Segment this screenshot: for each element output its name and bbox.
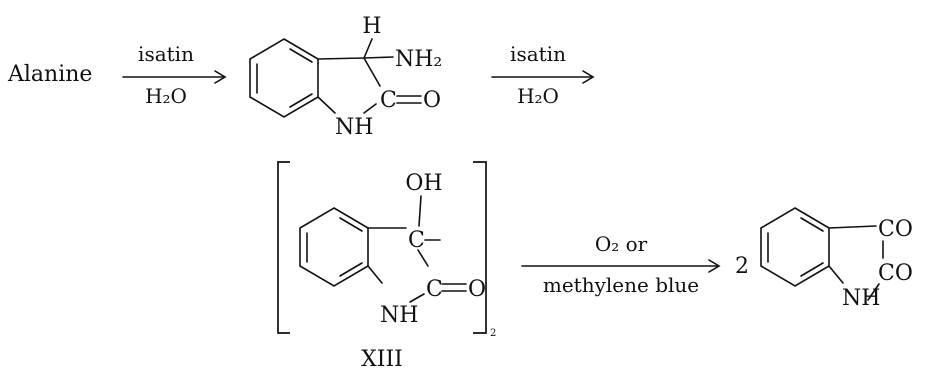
- ring-double-bond: [800, 262, 824, 277]
- product-carbonyl-bottom: CO: [878, 261, 913, 286]
- dimer-carbonyl-oxygen: O: [468, 277, 486, 302]
- aminooxindole-structure: H NH₂ C O NH: [249, 14, 442, 140]
- reaction-arrow-3: O₂ or methylene blue: [521, 232, 721, 297]
- reactant-alanine: Alanine: [7, 62, 92, 87]
- ch-bond: [363, 38, 373, 59]
- reaction-arrow-2: isatin H₂O: [491, 42, 595, 108]
- c-n-bond: [363, 56, 394, 59]
- benzene-ring: [249, 38, 319, 118]
- ring-bond-n: [367, 265, 383, 284]
- arrow-3-reagent: O₂ or: [595, 232, 648, 256]
- arrow-2-solvent: H₂O: [517, 84, 559, 108]
- benzene-ring: [760, 207, 830, 287]
- ring-bond-c2: [417, 249, 429, 267]
- ring-bond-n: [828, 265, 844, 284]
- ring-double-bond: [800, 217, 824, 232]
- compound-label-xiii: XIII: [361, 347, 403, 372]
- c-oh-bond: [418, 195, 422, 227]
- ring-bond-nc: [409, 293, 425, 303]
- nh-label: NH: [335, 115, 373, 140]
- ring-bond-c3: [317, 57, 365, 60]
- isatin-product-structure: CO CO NH: [760, 207, 913, 311]
- product-coefficient: 2: [735, 254, 749, 279]
- dimer-carbonyl-carbon: C: [426, 277, 443, 302]
- dimer-structure: 2 C OH C O NH XIII: [277, 161, 496, 372]
- right-bracket: [473, 161, 487, 334]
- ring-double-bond: [289, 93, 313, 108]
- ring-double-bond: [339, 217, 363, 232]
- product-nh-label: NH: [842, 286, 880, 311]
- dimer-multiplier: 2: [490, 328, 496, 339]
- left-bracket: [277, 161, 290, 334]
- carbonyl-carbon-label: C: [380, 88, 397, 113]
- reaction-arrow-1: isatin H₂O: [122, 42, 227, 108]
- arrow-1-solvent: H₂O: [145, 84, 187, 108]
- hydrogen-label: H: [362, 14, 381, 39]
- arrow-1-reagent: isatin: [138, 42, 194, 66]
- benzene-ring: [299, 207, 369, 287]
- ring-bond-n: [317, 96, 336, 114]
- ring-double-bond: [289, 48, 313, 63]
- ring-bond-c2: [363, 57, 381, 87]
- arrow-2-reagent: isatin: [510, 42, 566, 66]
- ring-double-bond: [339, 262, 363, 277]
- ring-bond-c3: [828, 225, 877, 229]
- ring-bond-nc: [363, 103, 377, 114]
- amino-group-label: NH₂: [395, 47, 442, 72]
- arrow-3-head: [708, 259, 721, 273]
- hydroxyl-label: OH: [405, 171, 442, 196]
- dimer-c3-label: C: [408, 228, 425, 253]
- product-carbonyl-top: CO: [878, 217, 913, 242]
- carbonyl-oxygen-label: O: [423, 88, 441, 113]
- arrow-2-head: [582, 70, 595, 84]
- arrow-1-head: [214, 70, 227, 84]
- dimer-nh-label: NH: [380, 303, 418, 328]
- arrow-3-condition: methylene blue: [543, 273, 699, 297]
- ring-bond-nc: [867, 283, 880, 301]
